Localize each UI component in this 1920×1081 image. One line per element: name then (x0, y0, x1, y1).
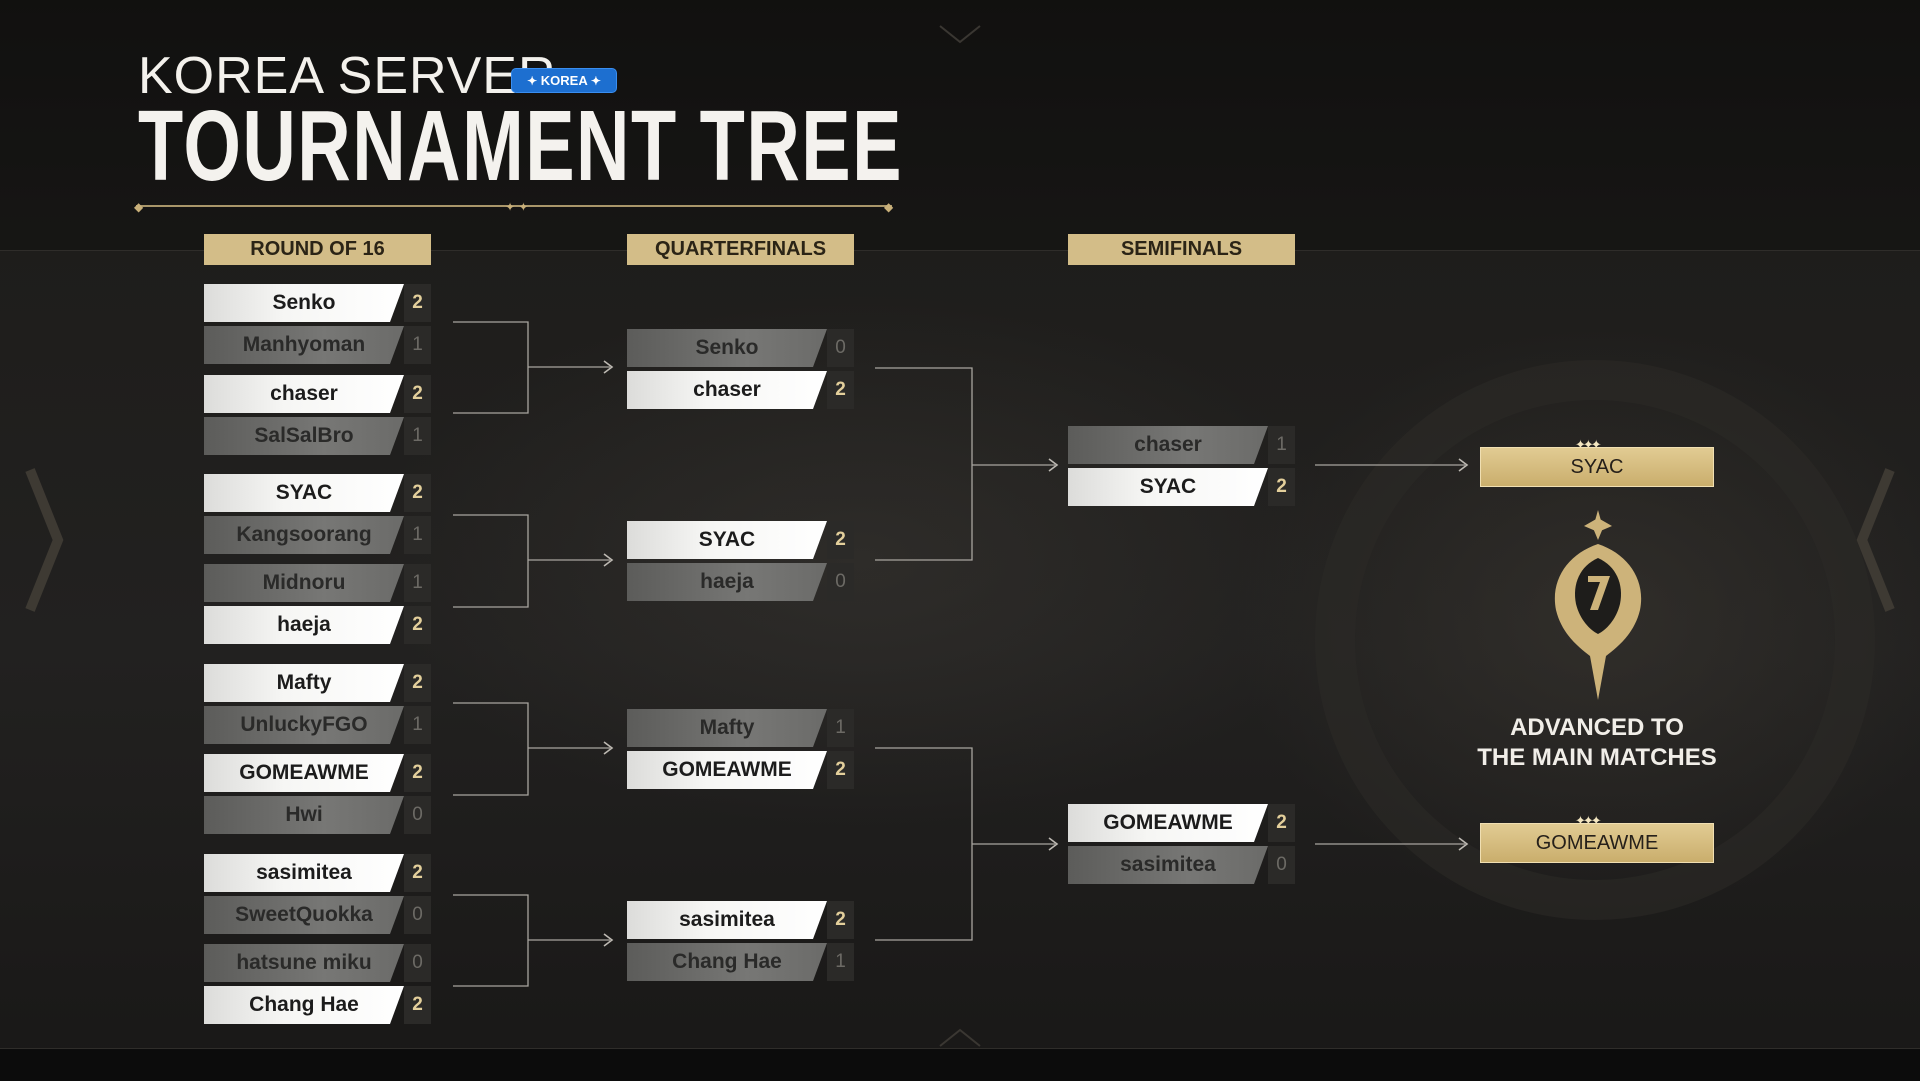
advanced-caption-line-2: THE MAIN MATCHES (1477, 744, 1717, 771)
divider-dot-icon: ◆ (884, 200, 894, 214)
divider-dot-icon: ◆ (134, 200, 144, 214)
sparkle-icon: ✦ (590, 74, 601, 88)
divider-sparkle-icon: ✦ ✦ (505, 200, 529, 214)
advanced-caption-line-1: ADVANCED TO (1510, 714, 1684, 741)
quarterfinals-header: QUARTERFINALS (627, 234, 854, 265)
footer-band (0, 1048, 1920, 1081)
page-subtitle: KOREA SERVER (138, 47, 557, 105)
region-badge-label: KOREA (540, 73, 588, 88)
sparkle-icon: ✦ (527, 74, 538, 88)
region-badge: ✦ KOREA ✦ (512, 69, 616, 92)
finalist-gomeawme: GOMEAWME (1480, 823, 1714, 863)
finalist-syac: SYAC (1480, 447, 1714, 487)
advanced-caption: ADVANCED TO THE MAIN MATCHES (1470, 713, 1724, 773)
trophy-emblem-icon (1554, 510, 1642, 700)
page-title: TOURNAMENT TREE (138, 90, 903, 202)
semifinals-header: SEMIFINALS (1068, 234, 1295, 265)
title-divider (136, 205, 892, 207)
round-of-16-header: ROUND OF 16 (204, 234, 431, 265)
